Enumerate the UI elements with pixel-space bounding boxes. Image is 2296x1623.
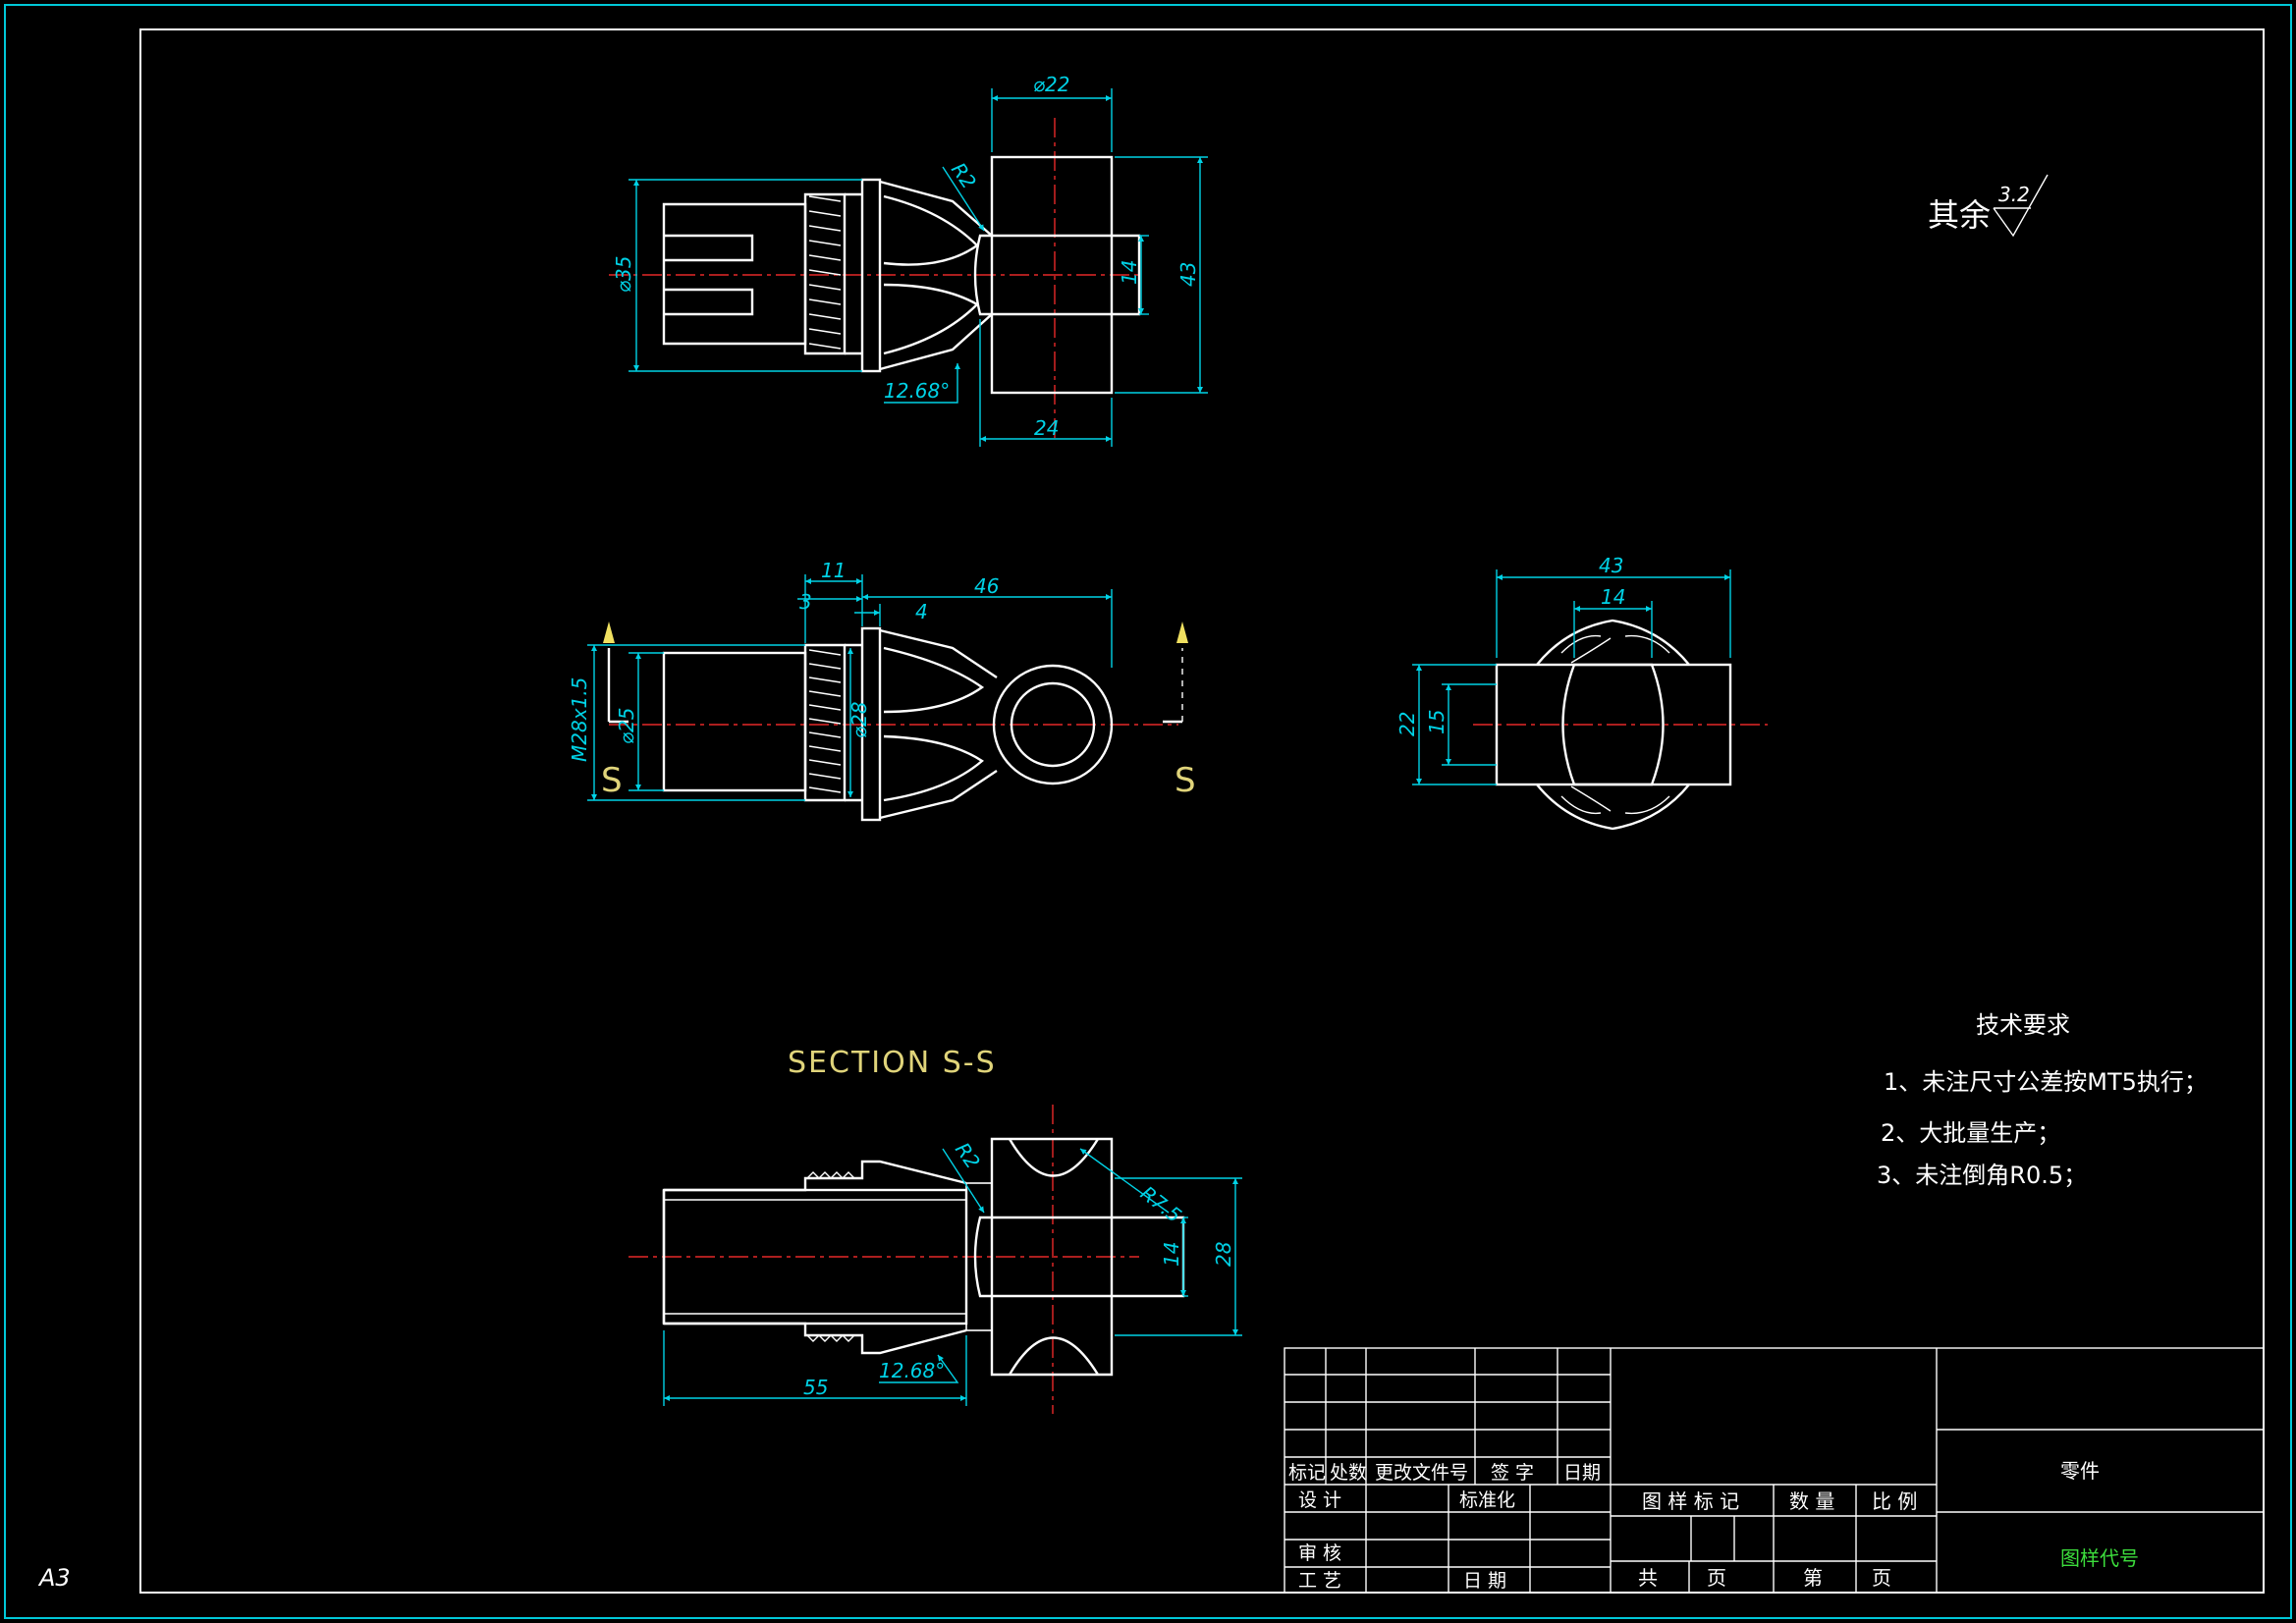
tb-page: 页 bbox=[1707, 1566, 1726, 1590]
tb-total: 共 bbox=[1638, 1566, 1658, 1590]
dim-thread: M28x1.5 bbox=[568, 677, 591, 762]
front-flute-2 bbox=[883, 734, 984, 802]
flange bbox=[860, 178, 882, 373]
dim-w4: 4 bbox=[915, 600, 928, 623]
flute-lower bbox=[883, 283, 979, 355]
top-view: ⌀22 R2 ⌀35 14 43 12.68° 24 bbox=[609, 73, 1208, 447]
dim-r2: R2 bbox=[947, 158, 981, 193]
tb-rev-header-2: 处数 bbox=[1330, 1462, 1367, 1484]
thread-lines bbox=[808, 195, 842, 350]
eye-inner bbox=[1010, 681, 1096, 768]
tb-part-name: 零件 bbox=[2060, 1459, 2100, 1483]
side-view: 43 14 22 15 bbox=[1395, 554, 1768, 831]
cut-letter-right: S bbox=[1175, 761, 1196, 800]
tech-item-3: 3、未注倒角R0.5； bbox=[1877, 1162, 2087, 1189]
dim-angle: 12.68° bbox=[884, 379, 950, 403]
roughness-prefix: 其余 bbox=[1928, 196, 1991, 234]
dim-d28: ⌀28 bbox=[847, 702, 871, 739]
tb-pattern-mark: 图 样 标 记 bbox=[1642, 1489, 1739, 1513]
tb-process: 工 艺 bbox=[1298, 1570, 1341, 1592]
dim-d22: ⌀22 bbox=[1033, 73, 1070, 96]
flute-upper bbox=[883, 194, 979, 266]
drawing-frame bbox=[139, 28, 2265, 1594]
dim-w46: 46 bbox=[974, 574, 999, 598]
front-cone bbox=[879, 628, 998, 820]
dim-side-w43: 43 bbox=[1599, 554, 1623, 577]
cross-hole bbox=[973, 234, 1141, 316]
section-thread-top bbox=[806, 1171, 855, 1179]
dim-section-angle: 12.68° bbox=[879, 1359, 945, 1382]
dim-side-h15: 15 bbox=[1425, 710, 1449, 734]
eye-outer bbox=[992, 664, 1114, 785]
tech-requirements: 技术要求 1、未注尺寸公差按MT5执行； 2、大批量生产； 3、未注倒角R0.5… bbox=[1877, 1011, 2208, 1189]
dim-h14: 14 bbox=[1118, 260, 1141, 285]
roughness-value: 3.2 bbox=[1998, 183, 2030, 206]
section-top-recess bbox=[1008, 1138, 1100, 1177]
dim-section-w55: 55 bbox=[803, 1376, 828, 1399]
tb-rev-header-5: 日期 bbox=[1563, 1462, 1601, 1484]
tb-page2: 页 bbox=[1872, 1566, 1891, 1590]
tb-review: 审 核 bbox=[1298, 1542, 1341, 1564]
dim-w11: 11 bbox=[821, 559, 846, 582]
front-flange bbox=[860, 626, 882, 822]
section-upper-profile bbox=[662, 1160, 967, 1324]
side-top-cap bbox=[1536, 619, 1690, 666]
outer-border bbox=[4, 4, 2292, 1619]
section-lower-profile bbox=[664, 1322, 967, 1355]
tb-date: 日 期 bbox=[1463, 1570, 1506, 1592]
section-label: SECTION S-S bbox=[788, 1046, 997, 1080]
front-shank bbox=[662, 651, 807, 792]
roughness-symbol: 其余 3.2 bbox=[1928, 174, 2049, 238]
front-flute-1 bbox=[883, 646, 985, 714]
section-bottom-recess bbox=[1008, 1336, 1100, 1376]
dim-w3: 3 bbox=[799, 590, 812, 614]
tech-title: 技术要求 bbox=[1976, 1011, 2070, 1039]
cross-body bbox=[990, 155, 1114, 395]
section-cross-hole bbox=[973, 1216, 1185, 1298]
dim-side-h22: 22 bbox=[1395, 712, 1419, 736]
tb-design: 设 计 bbox=[1298, 1489, 1341, 1511]
dim-side-w14: 14 bbox=[1601, 585, 1625, 609]
dim-w24: 24 bbox=[1034, 416, 1059, 440]
side-bottom-cap bbox=[1536, 784, 1690, 831]
tb-drawing-code: 图样代号 bbox=[2060, 1546, 2139, 1570]
tech-item-2: 2、大批量生产； bbox=[1881, 1119, 2060, 1147]
dim-d35: ⌀35 bbox=[612, 256, 635, 294]
side-top-flutes bbox=[1560, 634, 1670, 664]
sheet-size-label: A3 bbox=[37, 1564, 71, 1592]
section-view: R2 R7.5 14 28 12.68° 55 bbox=[629, 1105, 1242, 1414]
front-thread-lines bbox=[808, 649, 842, 793]
shank-outline bbox=[662, 202, 807, 346]
side-center-body bbox=[1561, 663, 1665, 786]
side-bottom-flutes bbox=[1560, 785, 1670, 815]
dim-h43: 43 bbox=[1176, 262, 1200, 287]
tech-item-1: 1、未注尺寸公差按MT5执行； bbox=[1884, 1068, 2208, 1096]
tb-rev-header-4: 签 字 bbox=[1491, 1462, 1534, 1484]
tb-standardize: 标准化 bbox=[1459, 1489, 1515, 1511]
title-block: 标记 处数 更改文件号 签 字 日期 设 计 标准化 审 核 工 艺 日 期 图… bbox=[1284, 1347, 2265, 1594]
slot-outline bbox=[664, 234, 754, 316]
dim-d25: ⌀25 bbox=[615, 708, 638, 745]
tb-rev-header-1: 标记 bbox=[1288, 1462, 1326, 1484]
tb-sheet-no: 第 bbox=[1803, 1566, 1823, 1590]
dim-section-r75: R7.5 bbox=[1136, 1181, 1186, 1227]
section-thread-bottom bbox=[806, 1334, 855, 1342]
cut-letter-left: S bbox=[601, 761, 623, 800]
tb-scale: 比 例 bbox=[1872, 1489, 1917, 1513]
roughness-check-icon bbox=[1993, 174, 2049, 238]
tb-rev-header-3: 更改文件号 bbox=[1375, 1462, 1468, 1484]
front-view: S S 11 3 4 46 M28x1.5 bbox=[568, 559, 1196, 822]
dim-section-h14: 14 bbox=[1160, 1242, 1183, 1267]
dim-section-h28: 28 bbox=[1212, 1242, 1235, 1267]
tb-quantity: 数 量 bbox=[1789, 1489, 1834, 1513]
